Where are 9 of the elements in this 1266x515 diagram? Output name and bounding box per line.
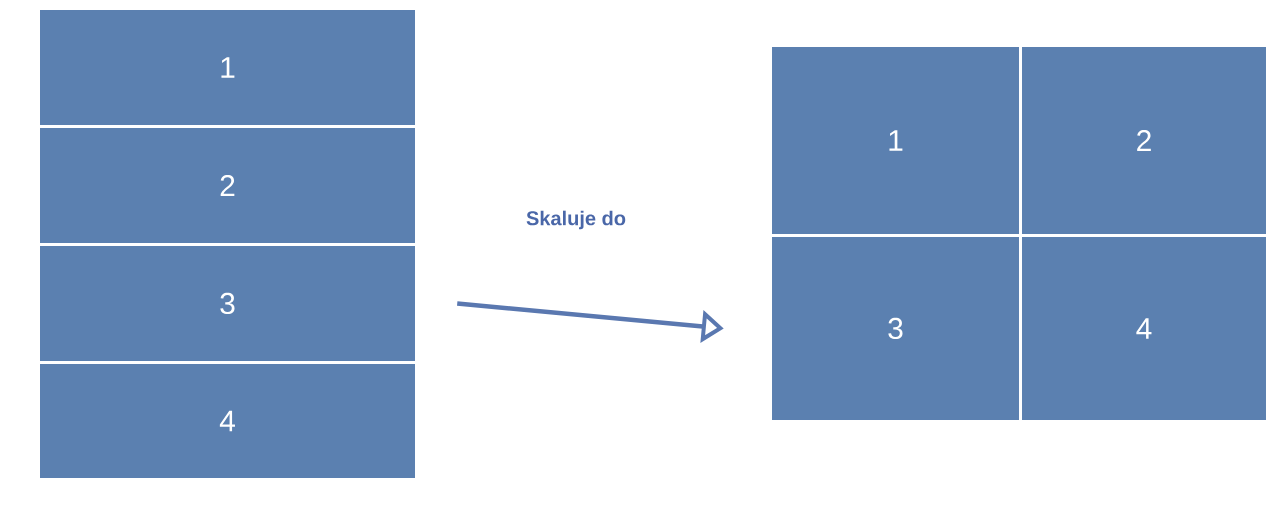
tile-box: 1 — [772, 47, 1019, 234]
edge-label: Skaluje do — [526, 210, 626, 230]
tile-box: 3 — [40, 246, 415, 361]
tile-box: 4 — [40, 364, 415, 478]
tile-box: 2 — [40, 128, 415, 243]
tile-box: 1 — [40, 10, 415, 125]
tile-box: 3 — [772, 237, 1019, 420]
tile-box: 4 — [1022, 237, 1266, 420]
tile-box: 2 — [1022, 47, 1266, 234]
